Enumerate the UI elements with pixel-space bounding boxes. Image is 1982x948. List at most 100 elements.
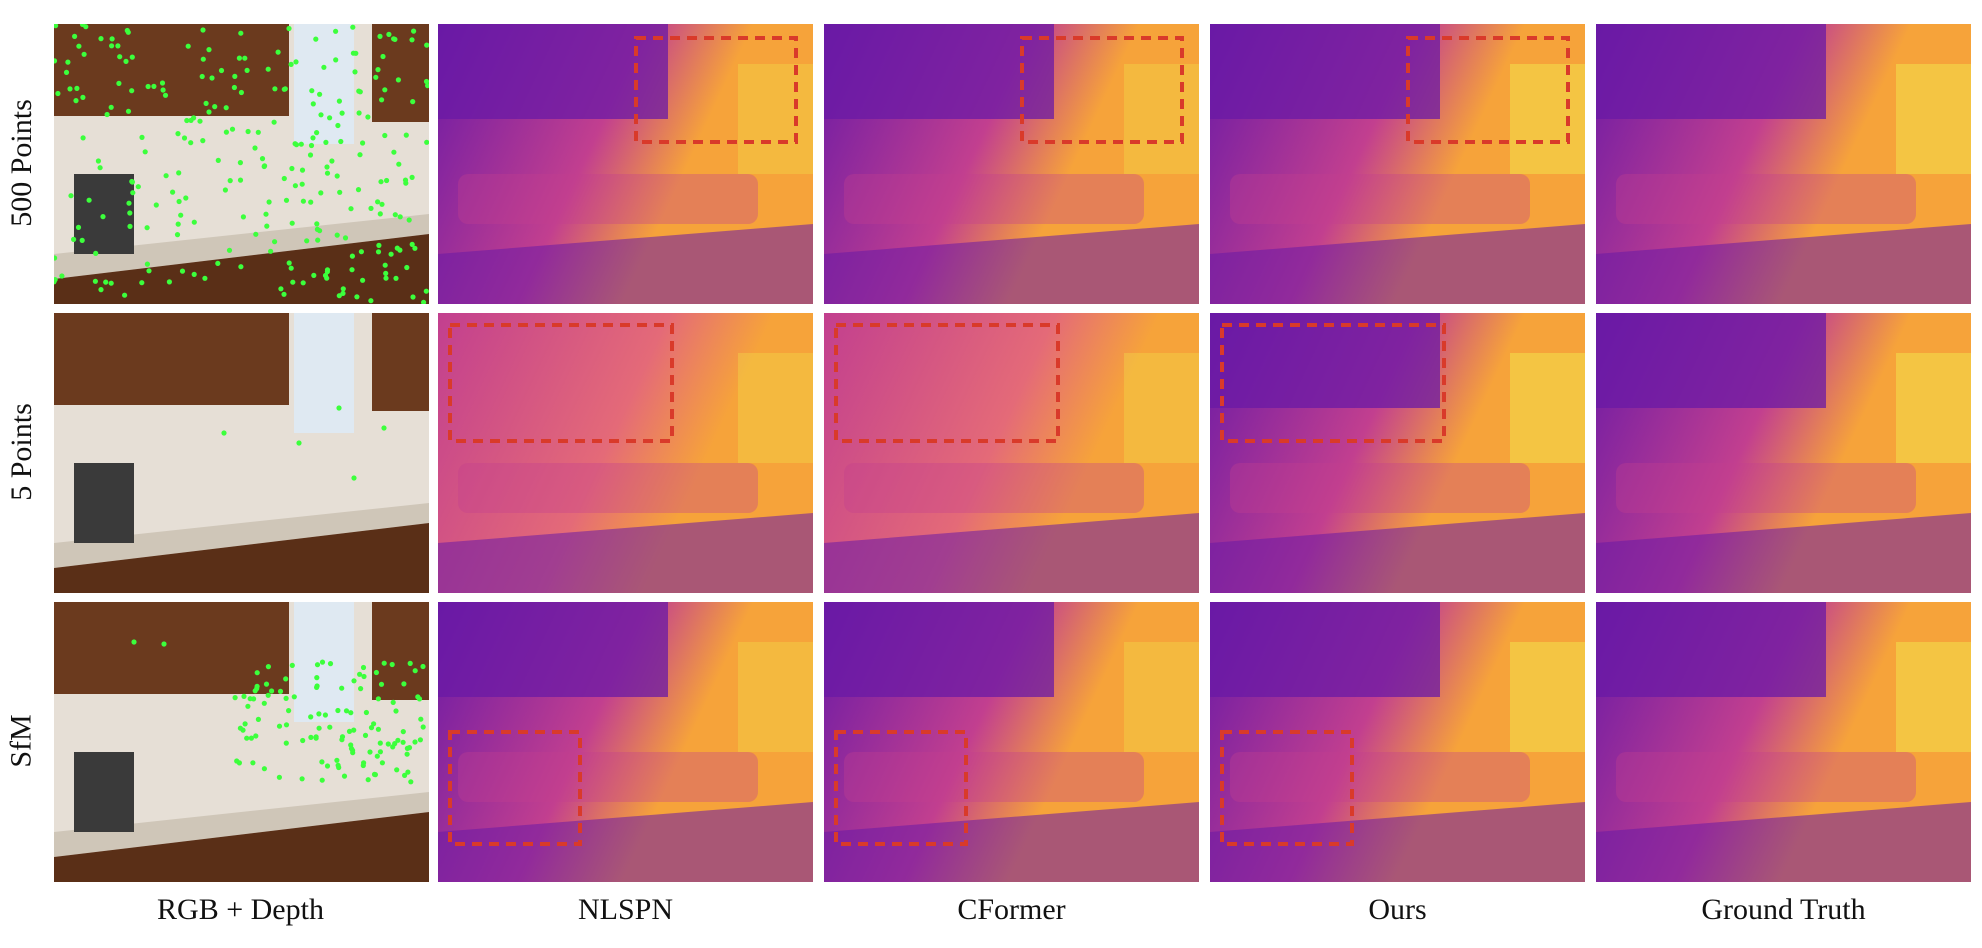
sparse-depth-point [360, 664, 367, 671]
sparse-depth-point [405, 769, 411, 775]
depth-objects-region [458, 463, 758, 513]
sparse-depth-point [309, 88, 315, 94]
sparse-depth-point [289, 662, 295, 668]
sparse-depth-point [389, 661, 395, 668]
panel-image [438, 602, 813, 882]
sparse-depth-point [333, 28, 339, 34]
sparse-depth-point [263, 681, 270, 687]
sparse-depth-point [314, 226, 320, 232]
highlight-box [1406, 36, 1570, 144]
sparse-depth-point [402, 772, 408, 778]
depth-objects-region [1230, 463, 1530, 513]
sparse-depth-point [255, 129, 261, 135]
depth-cabinet-region [1210, 602, 1440, 697]
sparse-depth-point [237, 177, 244, 183]
sparse-depth-point [135, 184, 141, 190]
sparse-depth-point [304, 238, 310, 244]
rgb-upper-cabinets [54, 313, 289, 405]
sparse-depth-point [300, 737, 306, 744]
sparse-depth-point [244, 735, 250, 741]
sparse-depth-point [151, 83, 157, 89]
sparse-depth-point [54, 277, 58, 283]
col-label-ours: Ours [1368, 893, 1427, 926]
sparse-depth-point [116, 80, 122, 86]
sparse-depth-point [242, 721, 248, 727]
panel-cformer-500pts [824, 24, 1199, 304]
sparse-depth-point [166, 279, 172, 285]
sparse-depth-point [420, 663, 426, 670]
sparse-depth-point [404, 751, 410, 757]
sparse-depth-point [125, 108, 132, 114]
sparse-depth-point [308, 714, 314, 720]
row-label-500pts: 500 Points [0, 22, 44, 304]
sparse-depth-point [73, 98, 79, 104]
sparse-depth-point [424, 42, 429, 48]
sparse-depth-point [383, 275, 389, 281]
sparse-depth-point [170, 189, 176, 195]
sparse-depth-point [68, 193, 74, 199]
sparse-depth-point [348, 206, 354, 212]
sparse-depth-point [212, 104, 218, 110]
sparse-depth-point [237, 160, 243, 166]
panel-nlspn-5pts [438, 313, 813, 593]
sparse-depth-point [188, 140, 194, 146]
sparse-depth-point [129, 88, 135, 94]
depth-counter-region [1210, 513, 1585, 593]
sparse-depth-point [76, 43, 82, 49]
panel-image [54, 24, 429, 304]
panel-image [1596, 24, 1971, 304]
rgb-appliance [74, 463, 134, 543]
depth-counter-region [438, 802, 813, 882]
sparse-depth-point [382, 132, 388, 139]
sparse-depth-point [378, 179, 384, 185]
sparse-depth-point [265, 664, 271, 670]
sparse-depth-point [131, 639, 137, 645]
panel-image [1210, 24, 1585, 304]
sparse-depth-point [263, 211, 269, 217]
sparse-depth-point [339, 737, 345, 743]
sparse-depth-point [234, 758, 240, 764]
rgb-lower-cabinets [54, 523, 429, 593]
depth-window-region [738, 642, 813, 752]
sparse-depth-point [324, 275, 330, 281]
sparse-depth-point [319, 777, 325, 783]
sparse-depth-point [179, 268, 186, 274]
sparse-depth-point [334, 232, 340, 238]
sparse-depth-point [409, 174, 415, 180]
sparse-depth-point [145, 83, 151, 90]
sparse-depth-point [365, 777, 371, 783]
depth-objects-region [458, 174, 758, 224]
sparse-depth-point [314, 130, 320, 136]
depth-cabinet-region [1596, 313, 1826, 408]
sparse-depth-point [93, 250, 99, 256]
sparse-depth-point [227, 178, 233, 184]
sparse-depth-point [55, 90, 61, 97]
sparse-depth-point [375, 726, 381, 732]
sparse-depth-point [406, 745, 413, 751]
sparse-depth-point [310, 101, 316, 107]
sparse-depth-point [188, 117, 194, 123]
sparse-depth-point [351, 475, 357, 481]
sparse-depth-point [308, 142, 315, 149]
depth-objects-region [844, 174, 1144, 224]
sparse-depth-point [97, 165, 103, 171]
depth-window-region [1124, 353, 1199, 463]
depth-cabinet-region [1596, 24, 1826, 119]
sparse-depth-point [340, 290, 346, 296]
sparse-depth-point [351, 727, 357, 733]
sparse-depth-point [174, 232, 181, 238]
depth-cabinet-region [438, 24, 668, 119]
sparse-depth-point [341, 773, 348, 779]
sparse-depth-point [240, 214, 246, 220]
sparse-depth-point [299, 181, 305, 187]
sparse-depth-point [373, 74, 379, 80]
sparse-depth-point [252, 145, 258, 151]
sparse-depth-point [416, 696, 423, 702]
depth-window-region [1510, 353, 1585, 463]
sparse-depth-point [271, 119, 277, 125]
sparse-depth-point [124, 27, 130, 34]
sparse-depth-point [202, 275, 208, 281]
sparse-depth-point [253, 231, 259, 237]
sparse-depth-point [412, 739, 418, 745]
sparse-depth-point [176, 170, 182, 176]
